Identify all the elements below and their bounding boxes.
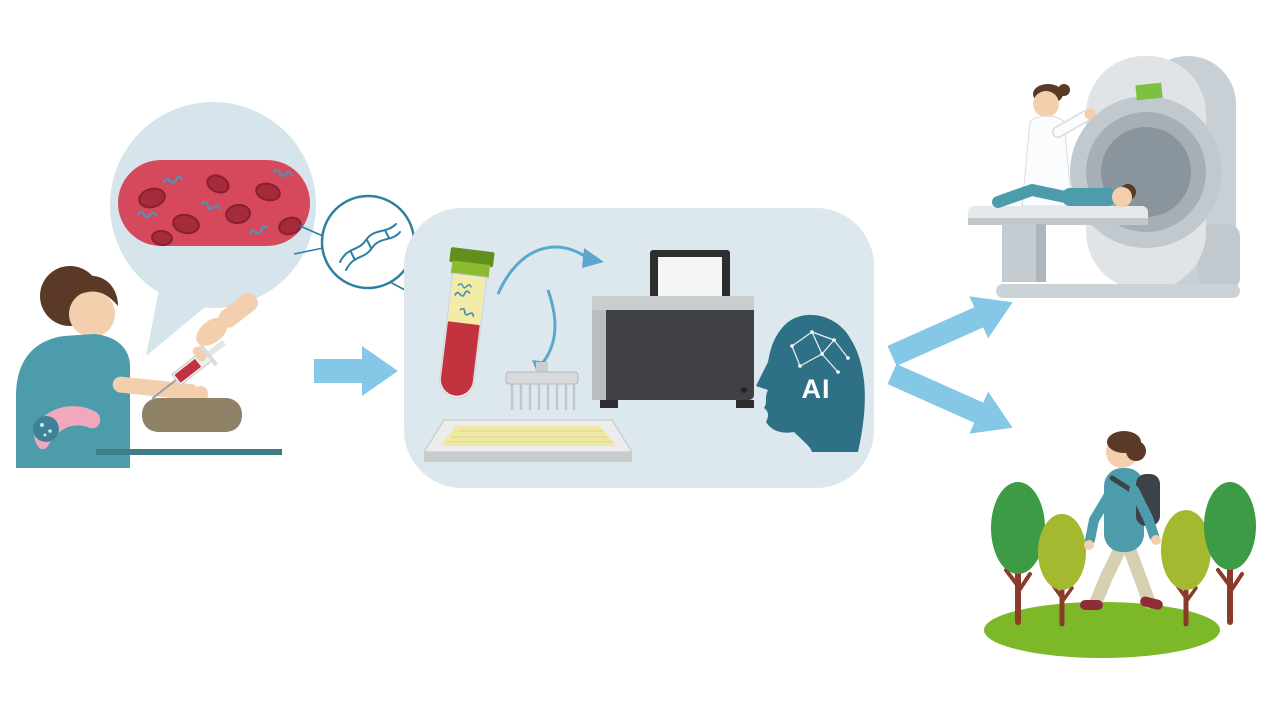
pancreas-with-tumor <box>33 406 101 450</box>
clinician-hand <box>1084 108 1096 120</box>
pipette-stem <box>536 362 548 374</box>
blood-vessel <box>118 160 310 247</box>
patient-hair-fringe <box>64 275 118 306</box>
dna-rung <box>384 229 390 239</box>
pointer-line <box>299 225 324 237</box>
tube-cap-band <box>450 260 491 278</box>
nurse-hand <box>196 317 228 346</box>
plate-front <box>424 452 632 462</box>
tree-olive-left <box>1038 514 1086 627</box>
branch-arrow-up <box>887 296 1013 367</box>
clinician-arm <box>1053 111 1091 137</box>
armrest-pad <box>142 398 242 432</box>
machine-body <box>592 296 754 400</box>
machine-top-band <box>592 296 754 310</box>
ai-label: AI <box>802 374 831 404</box>
red-blood-cells <box>138 174 302 247</box>
lying-patient-torso <box>1062 188 1116 206</box>
tumor-dot <box>40 423 44 427</box>
nurse-finger <box>192 346 207 362</box>
tree-foliage <box>1038 514 1086 590</box>
tube-to-plate-arrow <box>538 289 557 367</box>
tube-plasma <box>447 274 486 326</box>
flow-arrow-1 <box>314 346 398 396</box>
scan-table-and-patient <box>968 184 1148 282</box>
plate-wells <box>440 426 616 446</box>
arrowhead <box>582 248 604 268</box>
patient-body <box>16 334 130 468</box>
patient-forearm <box>112 376 209 402</box>
syringe-needle <box>151 379 177 400</box>
branch-arrow-down <box>887 363 1013 434</box>
pointer-line <box>293 247 324 255</box>
tube-to-sequencer-arrow <box>496 245 591 295</box>
person-back-shoe <box>1140 596 1163 610</box>
multichannel-pipette <box>505 362 579 410</box>
person-back-arm <box>1129 485 1159 541</box>
syringe-plunger <box>208 340 226 356</box>
mri-floor-base <box>996 284 1240 298</box>
dna-rung <box>350 251 356 261</box>
nurse-hand-and-syringe <box>151 292 258 400</box>
mri-pedestal <box>1198 224 1240 290</box>
well-plate <box>423 419 633 462</box>
dna-rung <box>366 239 372 249</box>
machine-screen <box>658 257 722 303</box>
lying-patient-legs <box>992 184 1076 208</box>
vessel-band <box>118 160 310 246</box>
tree-foliage <box>991 482 1045 574</box>
tree-foliage <box>1204 482 1256 570</box>
nurse-forearm <box>218 292 258 328</box>
patient-blood-draw-scene <box>16 266 282 468</box>
mri-green-tag <box>1135 82 1163 101</box>
head-silhouette <box>756 314 865 452</box>
branch-arrow <box>887 296 1013 434</box>
plate-grid <box>447 430 612 443</box>
machine-port <box>741 387 747 393</box>
tumor-dot <box>43 433 47 437</box>
park-walk-scene <box>984 431 1256 658</box>
machine-foot <box>736 400 754 408</box>
neural-network <box>790 330 850 374</box>
tree-foliage <box>1161 510 1211 590</box>
person-front-arm <box>1085 485 1117 545</box>
tree-dark-left <box>991 482 1045 625</box>
tree-dark-right <box>1204 482 1256 625</box>
tree-olive-right <box>1161 510 1211 627</box>
blood-vessel-magnification-bubble <box>110 102 316 356</box>
ai-analysis-head: AI <box>756 314 865 452</box>
tube-blood <box>440 321 480 396</box>
machine-side-strip <box>592 310 606 400</box>
tumor <box>33 416 59 442</box>
person-back-hand <box>1151 535 1161 545</box>
patient-head <box>69 291 115 337</box>
syringe-blood <box>174 358 202 383</box>
person-hair-back <box>1126 441 1146 461</box>
grass <box>984 602 1220 658</box>
clinician <box>1021 84 1096 207</box>
pipette-tips <box>510 384 576 410</box>
scan-table-edge <box>968 218 1148 225</box>
mri-scan-scene <box>968 56 1240 298</box>
walking-person <box>1080 431 1163 610</box>
lab-analysis-panel: AI <box>404 208 874 488</box>
sequencing-machine <box>592 250 754 408</box>
machine-foot <box>600 400 618 408</box>
clinician-hair-bun <box>1058 84 1070 96</box>
syringe-flange <box>198 343 218 367</box>
person-front-hand <box>1084 540 1094 550</box>
clinician-head <box>1033 91 1059 117</box>
lying-patient-head <box>1112 187 1132 207</box>
pipette-body <box>505 371 579 385</box>
person-back-leg <box>1121 538 1156 609</box>
table-edge <box>96 449 282 455</box>
tumor-dot <box>48 429 52 433</box>
person-front-shoe <box>1080 600 1103 610</box>
person-front-leg <box>1089 538 1129 609</box>
blood-sample-tube <box>439 247 495 399</box>
scan-table-pedestal-shade <box>1036 224 1046 282</box>
